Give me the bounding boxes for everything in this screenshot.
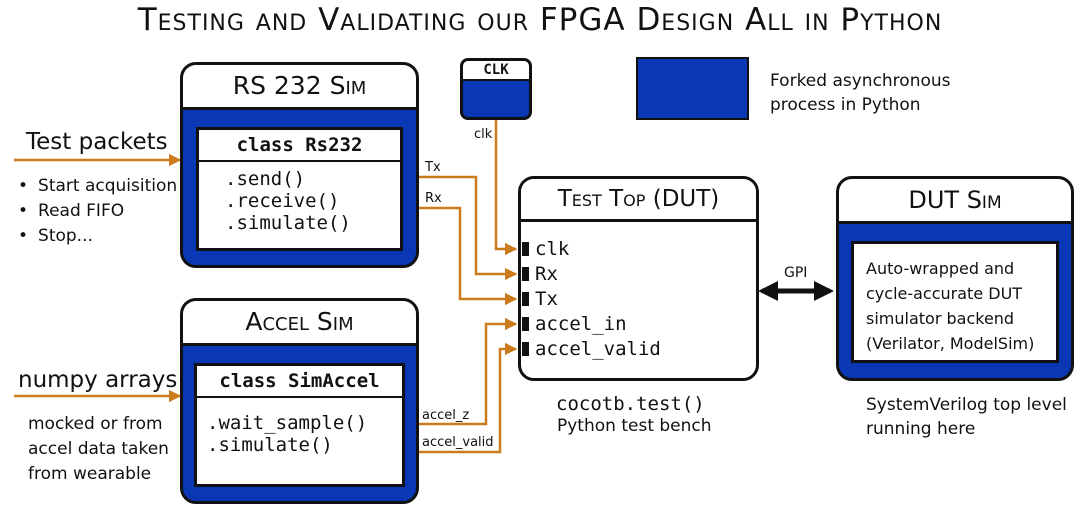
clk-signal-label: clk xyxy=(474,127,493,142)
page-title: Testing and Validating our FPGA Design A… xyxy=(137,2,943,38)
signal-label-tx: Tx xyxy=(425,160,441,175)
wire-tx xyxy=(418,175,518,281)
port-clk: clk xyxy=(522,238,569,260)
clk-box-title: CLK xyxy=(463,61,529,81)
method-receive: .receive() xyxy=(225,190,340,212)
wire-rx xyxy=(418,206,518,306)
port-rx: Rx xyxy=(522,263,558,285)
test-packets-list: Start acquisition Read FIFO Stop... xyxy=(18,174,177,249)
wire-accel-valid xyxy=(418,342,518,454)
rs232-class-label: class Rs232 xyxy=(199,130,400,162)
method-wait-sample: .wait_sample() xyxy=(207,412,368,434)
gpi-label: GPI xyxy=(784,265,808,281)
accel-sim-title: Accel Sim xyxy=(183,301,416,346)
rs232-class-panel: class Rs232 .send() .receive() .simulate… xyxy=(196,127,403,251)
accel-sim-box: Accel Sim class SimAccel .wait_sample() … xyxy=(180,298,419,504)
wire-clk xyxy=(494,118,518,256)
list-item: Read FIFO xyxy=(18,199,177,224)
test-top-caption-text: Python test bench xyxy=(557,416,712,436)
legend-swatch xyxy=(636,57,749,120)
list-item: Stop... xyxy=(18,224,177,249)
test-top-title: Test Top (DUT) xyxy=(521,179,756,222)
port-accel-valid: accel_valid xyxy=(522,338,661,360)
port-accel-in: accel_in xyxy=(522,313,627,335)
test-packets-label: Test packets xyxy=(26,129,168,155)
accel-class-panel: class SimAccel .wait_sample() .simulate(… xyxy=(194,363,405,487)
accel-class-label: class SimAccel xyxy=(197,366,402,398)
method-simulate: .simulate() xyxy=(225,212,351,234)
test-top-caption-code: cocotb.test() xyxy=(556,393,705,415)
signal-label-accel-valid: accel_valid xyxy=(422,435,494,450)
rs232-sim-box: RS 232 Sim class Rs232 .send() .receive(… xyxy=(180,62,419,268)
rs232-sim-title: RS 232 Sim xyxy=(183,65,416,110)
dut-sim-box: DUT Sim Auto-wrapped and cycle-accurate … xyxy=(836,176,1074,381)
dut-sim-title: DUT Sim xyxy=(839,179,1071,224)
numpy-description: mocked or from accel data taken from wea… xyxy=(28,414,169,484)
signal-label-rx: Rx xyxy=(425,191,442,206)
numpy-label: numpy arrays xyxy=(18,367,178,393)
dut-sim-caption: SystemVerilog top level running here xyxy=(866,395,1067,439)
signal-label-accel-z: accel_z xyxy=(422,408,470,423)
dut-sim-description: Auto-wrapped and cycle-accurate DUT simu… xyxy=(866,259,1035,353)
test-top-box: Test Top (DUT) xyxy=(518,176,759,381)
dut-sim-panel: Auto-wrapped and cycle-accurate DUT simu… xyxy=(851,241,1059,363)
list-item: Start acquisition xyxy=(18,174,177,199)
legend-text: Forked asynchronous process in Python xyxy=(770,71,951,115)
port-tx: Tx xyxy=(522,288,558,310)
method-send: .send() xyxy=(225,168,306,190)
wire-accel-z xyxy=(418,317,518,426)
method-simulate: .simulate() xyxy=(207,434,333,456)
clk-box: CLK xyxy=(460,58,532,120)
